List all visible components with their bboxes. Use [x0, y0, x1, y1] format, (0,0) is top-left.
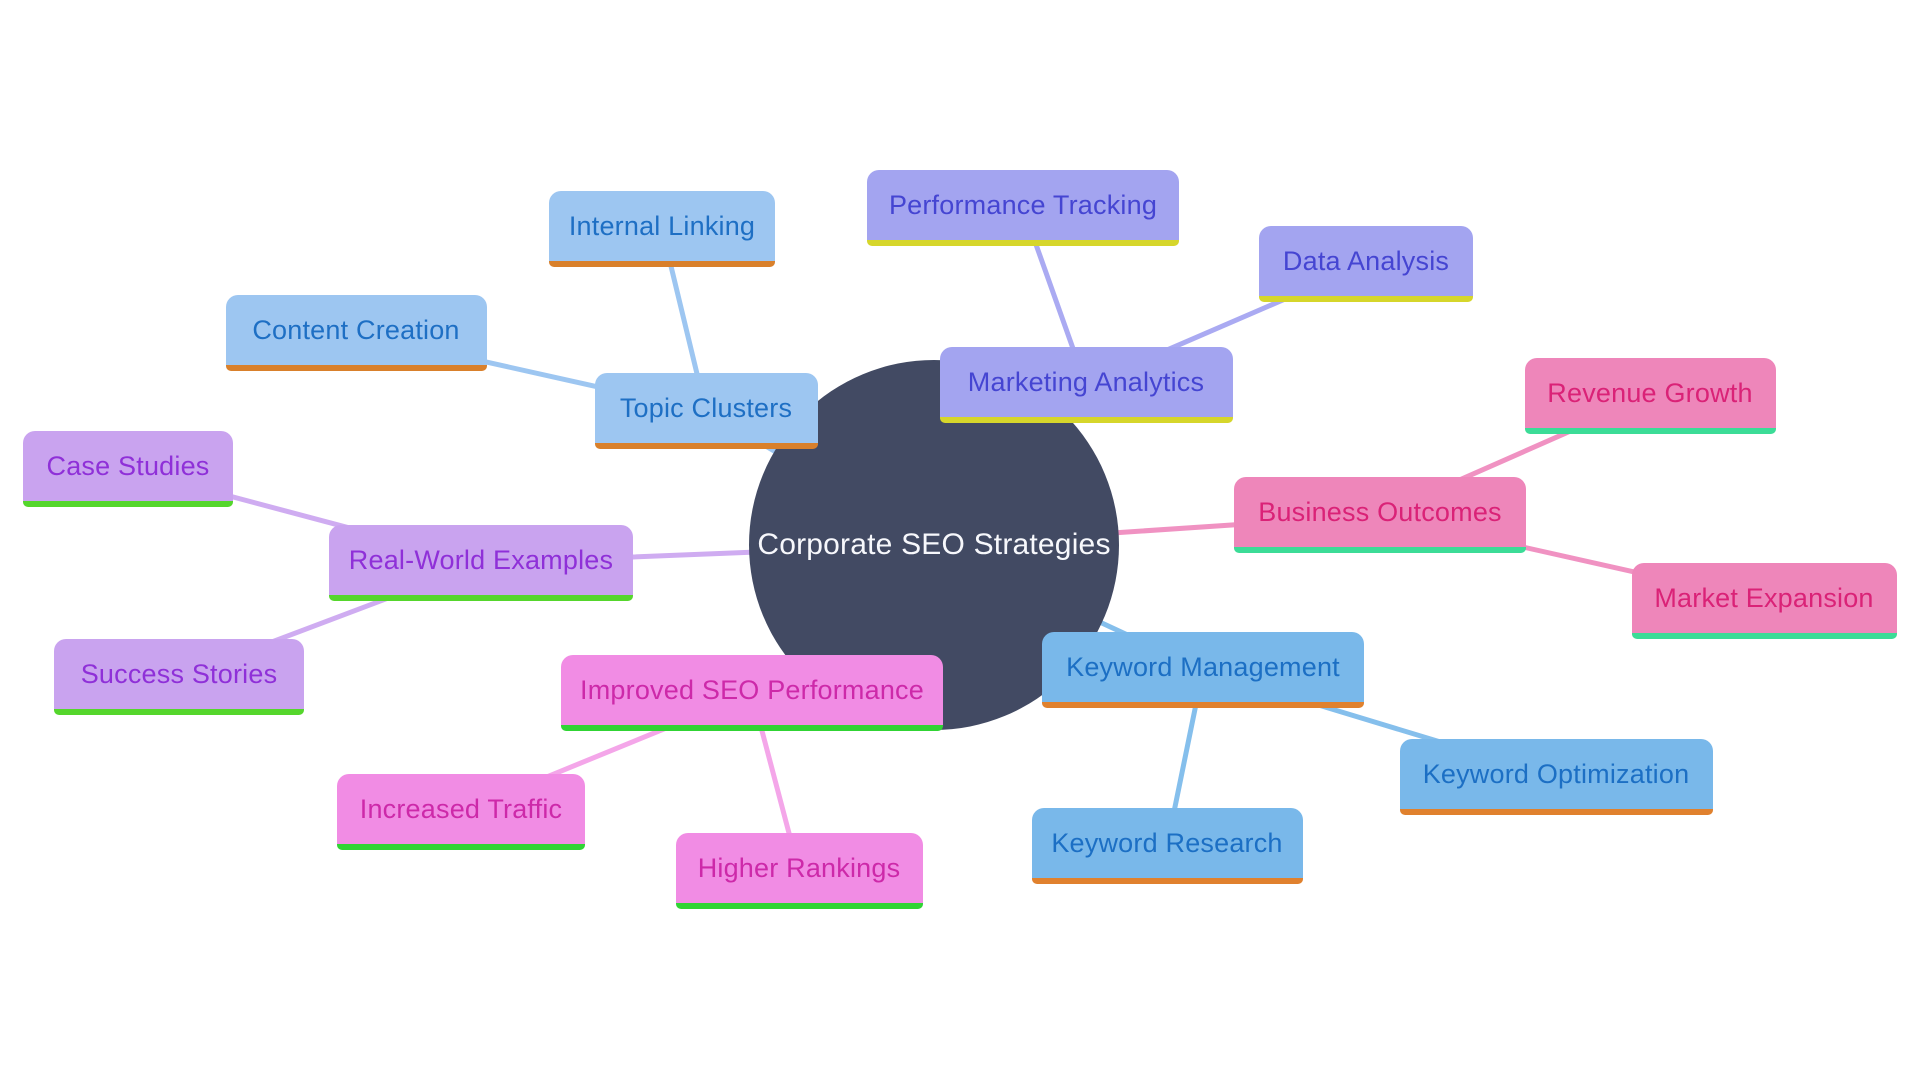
node-label: Higher Rankings	[697, 852, 901, 883]
node-revenue-growth[interactable]: Revenue Growth	[1524, 358, 1776, 434]
node-label: Increased Traffic	[359, 793, 563, 824]
node-label: Keyword Management	[1066, 651, 1340, 682]
node-improved-seo-performance[interactable]: Improved SEO Performance	[561, 655, 943, 731]
node-market-expansion[interactable]: Market Expansion	[1631, 563, 1897, 639]
node-label: Keyword Research	[1051, 827, 1283, 858]
node-label: Business Outcomes	[1258, 496, 1502, 527]
node-business-outcomes[interactable]: Business Outcomes	[1234, 477, 1526, 553]
node-content-creation[interactable]: Content Creation	[225, 295, 487, 371]
node-keyword-optimization[interactable]: Keyword Optimization	[1399, 739, 1713, 815]
node-label: Improved SEO Performance	[580, 674, 924, 705]
node-keyword-management[interactable]: Keyword Management	[1042, 632, 1364, 708]
node-higher-rankings[interactable]: Higher Rankings	[675, 833, 923, 909]
node-marketing-analytics[interactable]: Marketing Analytics	[939, 347, 1233, 423]
node-label: Performance Tracking	[888, 189, 1158, 220]
node-data-analysis[interactable]: Data Analysis	[1259, 226, 1473, 302]
node-keyword-research[interactable]: Keyword Research	[1031, 808, 1303, 884]
node-label: Market Expansion	[1654, 582, 1874, 613]
node-label: Case Studies	[46, 450, 210, 481]
node-real-world-examples[interactable]: Real-World Examples	[329, 525, 633, 601]
node-performance-tracking[interactable]: Performance Tracking	[867, 170, 1179, 246]
node-increased-traffic[interactable]: Increased Traffic	[337, 774, 585, 850]
node-label: Data Analysis	[1282, 245, 1450, 276]
node-topic-clusters[interactable]: Topic Clusters	[594, 373, 818, 449]
node-label: Success Stories	[80, 658, 278, 689]
node-label: Content Creation	[252, 314, 460, 345]
node-label: Internal Linking	[568, 210, 756, 241]
node-label: Topic Clusters	[619, 392, 793, 423]
node-internal-linking[interactable]: Internal Linking	[549, 191, 775, 267]
node-label: Revenue Growth	[1547, 377, 1753, 408]
node-label: Real-World Examples	[348, 544, 614, 575]
node-label: Marketing Analytics	[967, 366, 1205, 397]
node-case-studies[interactable]: Case Studies	[23, 431, 233, 507]
node-success-stories[interactable]: Success Stories	[54, 639, 304, 715]
central-node-label: Corporate SEO Strategies	[757, 528, 1111, 561]
node-label: Keyword Optimization	[1422, 758, 1690, 789]
